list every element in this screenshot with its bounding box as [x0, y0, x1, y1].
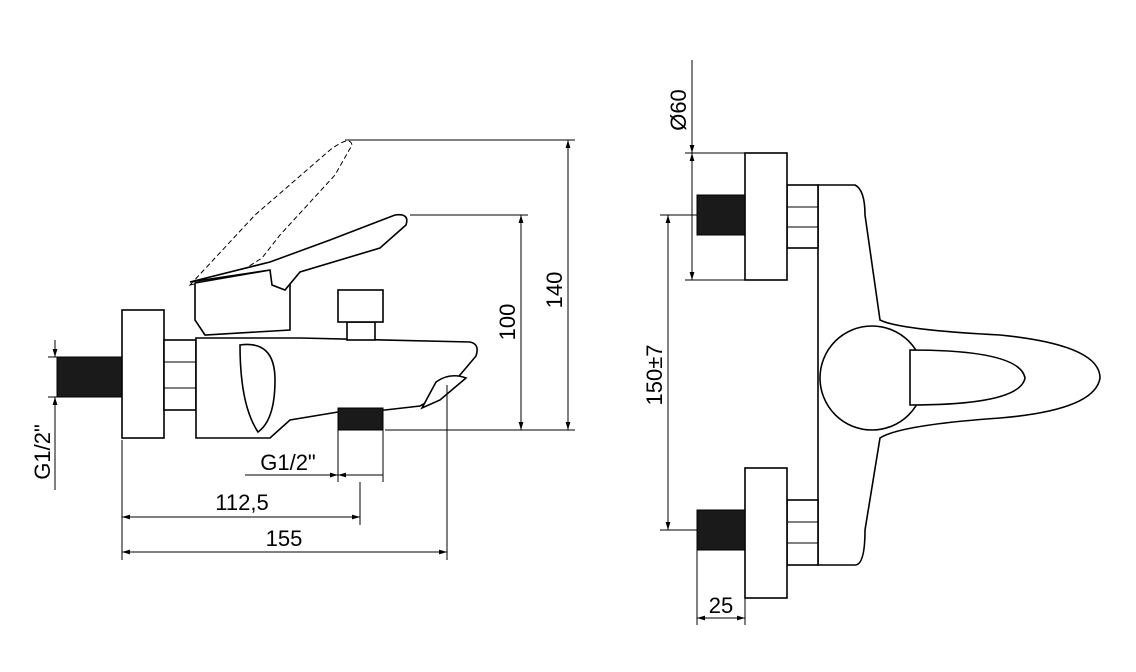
dim-100-label: 100: [495, 304, 520, 341]
wall-flange: [121, 309, 165, 439]
dim-diameter: Ø60: [666, 60, 745, 281]
bottom-thread: [696, 509, 746, 551]
bottom-nut: [786, 499, 819, 566]
diverter-knob: [337, 289, 384, 323]
dim-center-distance-label: 150±7: [642, 344, 667, 405]
dim-outlet-thread-label: G1/2": [260, 450, 316, 475]
dim-100: 100: [410, 214, 528, 430]
dim-112-5-label: 112,5: [215, 490, 268, 515]
body-curve: [239, 343, 276, 434]
handle-hub: [819, 325, 925, 431]
spout-tip: [420, 374, 468, 410]
front-view: Ø60 150±7 25: [642, 60, 1101, 625]
dim-outlet-thread: G1/2": [245, 430, 384, 482]
lever-raised-outline: [188, 140, 353, 286]
outlet-thread: [337, 407, 384, 431]
lever: [189, 213, 408, 291]
top-thread: [696, 194, 746, 236]
dim-center-distance: 150±7: [642, 214, 697, 531]
dim-inlet-thread-label: G1/2": [30, 424, 55, 480]
dim-155-label: 155: [266, 526, 303, 551]
top-flange: [744, 152, 788, 281]
dim-112-5: 112,5: [121, 440, 361, 560]
bottom-flange: [744, 467, 788, 599]
lever-inner: [909, 349, 1026, 406]
dim-thread-length: 25: [696, 550, 746, 625]
diverter-stem: [346, 321, 376, 341]
dim-155: 155: [122, 385, 448, 560]
dim-140-label: 140: [542, 272, 567, 309]
dim-140: 140: [345, 139, 575, 431]
dim-thread-length-label: 25: [709, 593, 733, 618]
top-nut: [786, 184, 819, 249]
dim-inlet-thread: G1/2": [30, 340, 58, 490]
inlet-thread: [56, 356, 123, 398]
connector-nut: [163, 339, 197, 411]
side-view: 140 100 G1/2" G1/2" 112,5: [30, 139, 575, 560]
dim-diameter-label: Ø60: [666, 89, 691, 131]
